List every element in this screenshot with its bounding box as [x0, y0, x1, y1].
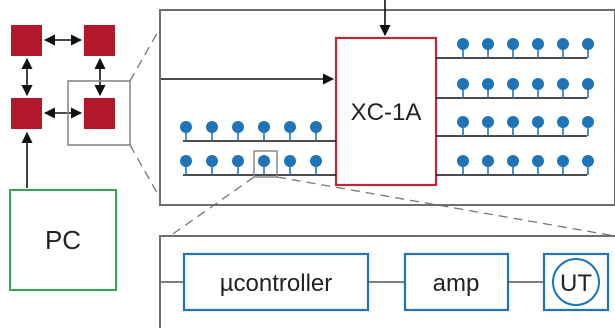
sensor-pin-right-1-5-icon — [582, 78, 594, 90]
sensor-pin-right-2-5-icon — [582, 116, 594, 128]
sensor-pin-right-2-0-icon — [457, 116, 469, 128]
node-detail-panel: XC-1A — [159, 0, 615, 206]
sensor-pin-right-0-3-icon — [532, 38, 544, 50]
guide-bottom — [129, 144, 161, 199]
sensor-pin-left-0-2-icon — [232, 121, 244, 133]
signal-chain-panel: µcontroller amp UT — [159, 235, 615, 328]
network-node-bottom-left — [11, 98, 42, 129]
sensor-pin-left-0-3-icon — [258, 121, 270, 133]
guide-lower-left — [169, 176, 255, 237]
sensor-pin-right-0-4-icon — [557, 38, 569, 50]
pc-label: PC — [45, 225, 81, 255]
sensor-pin-right-0-2-icon — [507, 38, 519, 50]
sensor-pin-left-1-2-icon — [232, 155, 244, 167]
sensor-pin-left-0-0-icon — [180, 121, 192, 133]
sensor-pin-right-3-5-icon — [582, 155, 594, 167]
sensor-pin-right-1-3-icon — [532, 78, 544, 90]
sensor-pin-left-1-0-icon — [180, 155, 192, 167]
sensor-pin-left-1-5-icon — [310, 155, 322, 167]
sensor-pin-right-1-1-icon — [482, 78, 494, 90]
pc-block: PC — [9, 131, 117, 291]
detail-frame — [159, 9, 615, 206]
sensor-pin-right-2-2-icon — [507, 116, 519, 128]
sensor-pin-right-1-0-icon — [457, 78, 469, 90]
sensor-pin-right-0-1-icon — [482, 38, 494, 50]
sensor-pin-right-3-0-icon — [457, 155, 469, 167]
sensor-pin-right-0-5-icon — [582, 38, 594, 50]
sensor-pin-array — [180, 38, 594, 175]
sensor-pin-right-3-1-icon — [482, 155, 494, 167]
ut-label: UT — [560, 270, 592, 297]
sensor-pin-right-2-3-icon — [532, 116, 544, 128]
sensor-pin-right-2-1-icon — [482, 116, 494, 128]
sensor-pin-right-3-3-icon — [532, 155, 544, 167]
chip-label: XC-1A — [351, 99, 422, 126]
pc-box — [9, 189, 117, 291]
sensor-pin-left-1-3-icon — [258, 155, 270, 167]
node-network — [11, 25, 131, 146]
chain-frame — [159, 235, 615, 328]
sensor-pin-right-0-0-icon — [457, 38, 469, 50]
network-node-top-left — [11, 25, 42, 56]
ut-box — [542, 252, 610, 312]
sensor-pin-left-0-4-icon — [284, 121, 296, 133]
network-node-bottom-right — [84, 98, 115, 129]
zoom-guides — [129, 27, 615, 237]
sensor-pin-left-1-4-icon — [284, 155, 296, 167]
sensor-pin-right-3-2-icon — [507, 155, 519, 167]
sensor-pin-right-1-4-icon — [557, 78, 569, 90]
zoom-highlight-box — [67, 80, 131, 146]
microcontroller-label: µcontroller — [220, 270, 333, 297]
pin-highlight-box — [253, 150, 278, 178]
sensor-pin-left-1-1-icon — [206, 155, 218, 167]
ut-circle-icon — [552, 258, 600, 306]
sensor-pin-right-2-4-icon — [557, 116, 569, 128]
guide-lower-right — [276, 176, 615, 237]
sensor-pin-left-0-5-icon — [310, 121, 322, 133]
sensor-pin-right-1-2-icon — [507, 78, 519, 90]
network-node-top-right — [84, 25, 115, 56]
sensor-pin-right-3-4-icon — [557, 155, 569, 167]
amp-label: amp — [433, 270, 480, 297]
sensor-pin-left-0-1-icon — [206, 121, 218, 133]
guide-top — [129, 27, 161, 82]
chip-box — [334, 36, 438, 187]
